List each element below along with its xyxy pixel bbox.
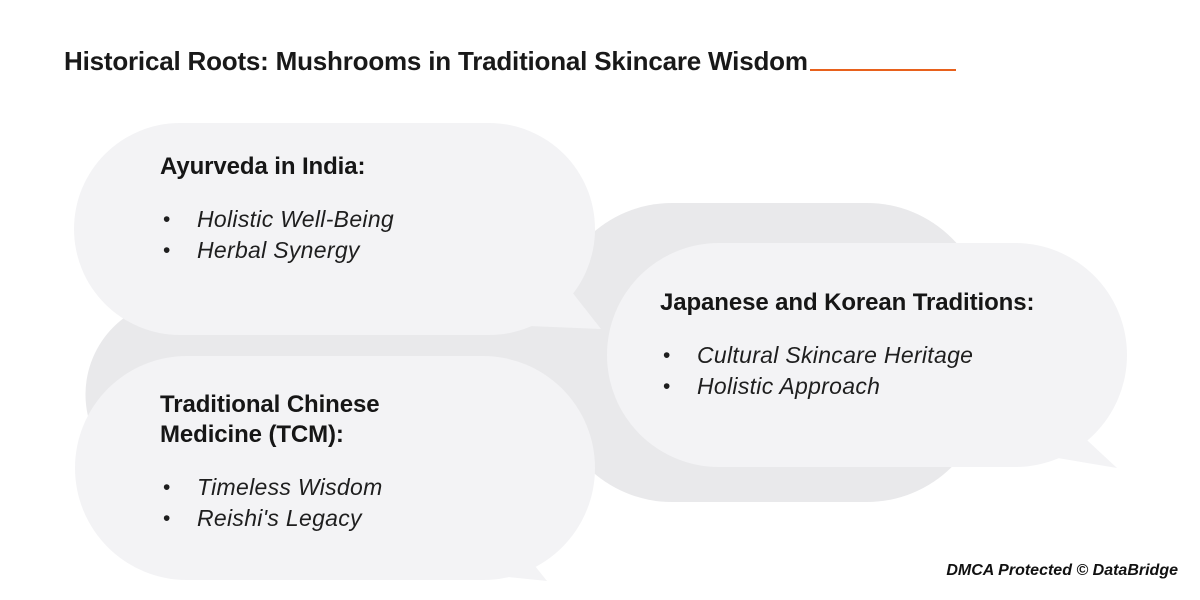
list-item: • Herbal Synergy xyxy=(160,235,394,266)
bullet-text: Reishi's Legacy xyxy=(197,505,362,531)
bullet-icon: • xyxy=(163,208,171,231)
bullet-icon: • xyxy=(163,507,171,530)
card-title: Japanese and Korean Traditions: xyxy=(660,289,1035,316)
list-item: • Cultural Skincare Heritage xyxy=(660,340,1034,371)
title-row: Historical Roots: Mushrooms in Tradition… xyxy=(64,46,956,76)
bullet-text: Timeless Wisdom xyxy=(197,474,383,500)
bullet-icon: • xyxy=(663,344,671,367)
card-title: Ayurveda in India: xyxy=(160,153,366,180)
card-bullets: • Timeless Wisdom • Reishi's Legacy xyxy=(160,472,438,534)
bullet-icon: • xyxy=(163,239,171,262)
speech-bubble-japanese xyxy=(607,243,1127,468)
bubble-tail xyxy=(1010,402,1117,468)
bullet-icon: • xyxy=(663,375,671,398)
list-item: • Timeless Wisdom xyxy=(160,472,438,503)
bubble-tail xyxy=(505,245,601,329)
card-bullets: • Cultural Skincare Heritage • Holistic … xyxy=(660,340,1034,402)
card-tcm: Traditional Chinese Medicine (TCM): • Ti… xyxy=(160,390,438,534)
title-underline xyxy=(809,69,956,71)
card-bullets: • Holistic Well-Being • Herbal Synergy xyxy=(160,204,394,266)
bullet-text: Holistic Approach xyxy=(697,373,881,399)
card-title: Traditional Chinese Medicine (TCM): xyxy=(160,391,380,448)
dmca-watermark: DMCA Protected © DataBridge xyxy=(946,562,1178,579)
bullet-text: Cultural Skincare Heritage xyxy=(697,342,974,368)
speech-bubble-ayurveda xyxy=(74,123,601,335)
bullet-text: Holistic Well-Being xyxy=(197,206,394,232)
card-japanese-korean: Japanese and Korean Traditions: • Cultur… xyxy=(660,288,1034,402)
bullet-text: Herbal Synergy xyxy=(197,237,360,263)
bullet-icon: • xyxy=(163,476,171,499)
list-item: • Reishi's Legacy xyxy=(160,503,438,534)
page-title: Historical Roots: Mushrooms in Tradition… xyxy=(64,46,808,76)
speech-bubble-tcm xyxy=(75,356,595,581)
list-item: • Holistic Well-Being xyxy=(160,204,394,235)
list-item: • Holistic Approach xyxy=(660,371,1034,402)
card-ayurveda: Ayurveda in India: • Holistic Well-Being… xyxy=(160,152,394,266)
bubble-tail xyxy=(450,512,547,581)
